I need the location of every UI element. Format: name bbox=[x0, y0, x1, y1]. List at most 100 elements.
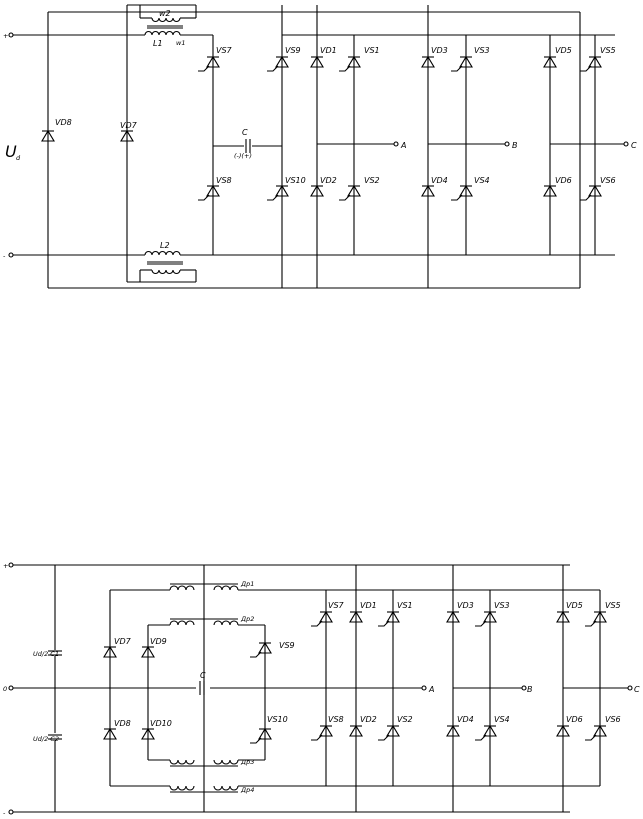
svg-text:VS10: VS10 bbox=[267, 715, 288, 724]
svg-text:VD3: VD3 bbox=[431, 46, 448, 55]
top-output-b-terminal bbox=[504, 141, 510, 147]
svg-text:VS4: VS4 bbox=[494, 715, 510, 724]
bottom-vs8-thyristor bbox=[310, 725, 333, 741]
bottom-dr2-choke bbox=[169, 620, 239, 626]
svg-text:VS6: VS6 bbox=[600, 176, 616, 185]
svg-text:VS2: VS2 bbox=[364, 176, 380, 185]
svg-text:0: 0 bbox=[3, 685, 7, 693]
svg-text:w1: w1 bbox=[176, 39, 185, 47]
svg-text:VD6: VD6 bbox=[555, 176, 572, 185]
svg-text:L2: L2 bbox=[160, 241, 170, 250]
svg-text:B: B bbox=[512, 141, 518, 150]
svg-text:Др2: Др2 bbox=[240, 615, 254, 623]
top-minus-terminal bbox=[8, 252, 14, 258]
svg-text:VD1: VD1 bbox=[320, 46, 337, 55]
svg-text:VD2: VD2 bbox=[360, 715, 377, 724]
bottom-vs6-thyristor bbox=[584, 725, 607, 741]
svg-text:VD1: VD1 bbox=[360, 601, 377, 610]
bottom-vs10-thyristor bbox=[249, 728, 272, 744]
svg-text:A: A bbox=[428, 685, 434, 694]
svg-text:VS8: VS8 bbox=[328, 715, 344, 724]
svg-text:VS9: VS9 bbox=[285, 46, 301, 55]
bottom-vs1-thyristor bbox=[377, 611, 400, 627]
top-vs5-thyristor bbox=[579, 56, 602, 72]
top-output-c-terminal bbox=[623, 141, 629, 147]
svg-text:VD8: VD8 bbox=[114, 719, 131, 728]
bottom-minus-terminal bbox=[8, 809, 14, 815]
bottom-vs5-thyristor bbox=[584, 611, 607, 627]
top-ud-label: U bbox=[5, 142, 17, 161]
top-ud-sub: d bbox=[16, 154, 21, 162]
top-vs10-thyristor bbox=[266, 185, 289, 201]
bottom-mid-terminal bbox=[8, 685, 14, 691]
bottom-dr3-choke bbox=[169, 759, 239, 765]
svg-text:VD2: VD2 bbox=[320, 176, 337, 185]
svg-text:VD4: VD4 bbox=[457, 715, 474, 724]
svg-text:VD4: VD4 bbox=[431, 176, 448, 185]
svg-text:VD6: VD6 bbox=[566, 715, 583, 724]
svg-text:w2: w2 bbox=[159, 9, 171, 18]
svg-text:C: C bbox=[200, 671, 206, 680]
top-plus-label: + bbox=[3, 32, 8, 40]
bottom-plus-terminal bbox=[8, 562, 14, 568]
svg-text:C: C bbox=[631, 141, 637, 150]
svg-text:VS9: VS9 bbox=[279, 641, 295, 650]
top-vs8-thyristor bbox=[197, 185, 220, 201]
svg-text:C: C bbox=[634, 685, 640, 694]
svg-text:-: - bbox=[3, 809, 6, 817]
svg-text:+: + bbox=[3, 562, 8, 570]
svg-text:VD10: VD10 bbox=[150, 719, 172, 728]
svg-text:(-)(+): (-)(+) bbox=[234, 152, 252, 160]
bottom-vs4-thyristor bbox=[474, 725, 497, 741]
top-plus-terminal bbox=[8, 32, 14, 38]
top-vs1-thyristor bbox=[338, 56, 361, 72]
svg-text:VD8: VD8 bbox=[55, 118, 72, 127]
svg-text:VS3: VS3 bbox=[474, 46, 490, 55]
svg-text:VS2: VS2 bbox=[397, 715, 413, 724]
svg-text:Ud/2 C1: Ud/2 C1 bbox=[33, 650, 59, 658]
svg-text:VD5: VD5 bbox=[566, 601, 583, 610]
svg-text:VS10: VS10 bbox=[285, 176, 306, 185]
svg-text:VS3: VS3 bbox=[494, 601, 510, 610]
svg-text:Ud/2 C2: Ud/2 C2 bbox=[33, 735, 59, 743]
svg-text:VD7: VD7 bbox=[114, 637, 132, 646]
svg-text:VS1: VS1 bbox=[397, 601, 413, 610]
svg-text:VS4: VS4 bbox=[474, 176, 490, 185]
top-output-a-terminal bbox=[393, 141, 399, 147]
top-vs6-thyristor bbox=[579, 185, 602, 201]
bottom-vs3-thyristor bbox=[474, 611, 497, 627]
top-l1-w2-winding bbox=[151, 17, 181, 23]
svg-text:VS6: VS6 bbox=[605, 715, 621, 724]
bottom-output-a-terminal bbox=[421, 685, 427, 691]
top-vs3-thyristor bbox=[450, 56, 473, 72]
bottom-vs9-thyristor bbox=[249, 642, 272, 658]
bottom-schematic: + 0 - A Ud/2 C1 Ud/2 C2 VD7 VD8 Др1 bbox=[3, 562, 640, 817]
bottom-output-c-terminal bbox=[627, 685, 633, 691]
svg-text:VD7: VD7 bbox=[120, 121, 138, 130]
svg-text:VD5: VD5 bbox=[555, 46, 572, 55]
svg-text:B: B bbox=[527, 685, 533, 694]
svg-text:VS7: VS7 bbox=[216, 46, 233, 55]
svg-text:C: C bbox=[242, 128, 248, 137]
svg-text:VS5: VS5 bbox=[605, 601, 621, 610]
svg-text:VD3: VD3 bbox=[457, 601, 474, 610]
svg-text:A: A bbox=[400, 141, 406, 150]
top-minus-label: - bbox=[3, 252, 6, 260]
top-vs9-thyristor bbox=[266, 56, 289, 72]
svg-text:L1: L1 bbox=[153, 39, 163, 48]
bottom-vs2-thyristor bbox=[377, 725, 400, 741]
svg-text:VS8: VS8 bbox=[216, 176, 232, 185]
top-vs4-thyristor bbox=[450, 185, 473, 201]
svg-text:Др1: Др1 bbox=[240, 580, 254, 588]
bottom-output-b-terminal bbox=[521, 685, 527, 691]
svg-text:Др4: Др4 bbox=[240, 786, 254, 794]
top-l1-winding bbox=[144, 30, 181, 36]
bottom-dr4-choke bbox=[169, 785, 239, 791]
top-l2-winding bbox=[144, 250, 181, 256]
svg-text:VS7: VS7 bbox=[328, 601, 345, 610]
top-vs7-thyristor bbox=[197, 56, 220, 72]
bottom-dr1-choke bbox=[169, 585, 239, 591]
bottom-vs7-thyristor bbox=[310, 611, 333, 627]
top-l2-aux-winding bbox=[151, 269, 181, 275]
